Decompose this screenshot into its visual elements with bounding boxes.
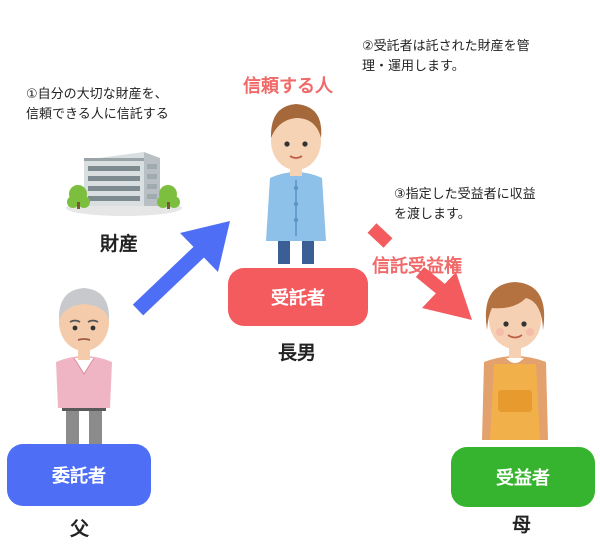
settlor-name: 父 <box>70 518 90 540</box>
step1-line1: ①自分の大切な財産を、 <box>26 87 168 102</box>
step1-note: ①自分の大切な財産を、 信頼できる人に信託する <box>26 85 169 125</box>
property-label: 財産 <box>100 233 139 255</box>
father-figure <box>56 288 112 444</box>
trustee-name: 長男 <box>278 342 317 364</box>
trustee-badge: 受託者 <box>228 268 368 326</box>
settlor-badge: 委託者 <box>7 444 151 506</box>
step1-line2: 信頼できる人に信託する <box>26 107 169 122</box>
step3-note: ③指定した受益者に収益 を渡します。 <box>394 185 536 225</box>
mother-figure <box>482 282 548 440</box>
step3-line1: ③指定した受益者に収益 <box>394 187 536 202</box>
eldest-son-figure <box>266 104 326 264</box>
building-icon <box>66 152 182 216</box>
step2-note: ②受託者は託された財産を管 理・運用します。 <box>362 37 530 77</box>
step2-line1: ②受託者は託された財産を管 <box>362 39 530 54</box>
trust-benefit-right-label: 信託受益権 <box>372 256 462 277</box>
beneficiary-badge: 受益者 <box>451 447 595 507</box>
step3-line2: を渡します。 <box>394 207 471 222</box>
beneficiary-name: 母 <box>512 514 532 536</box>
trusted-person-label: 信頼する人 <box>243 76 333 97</box>
step2-line2: 理・運用します。 <box>362 59 465 74</box>
